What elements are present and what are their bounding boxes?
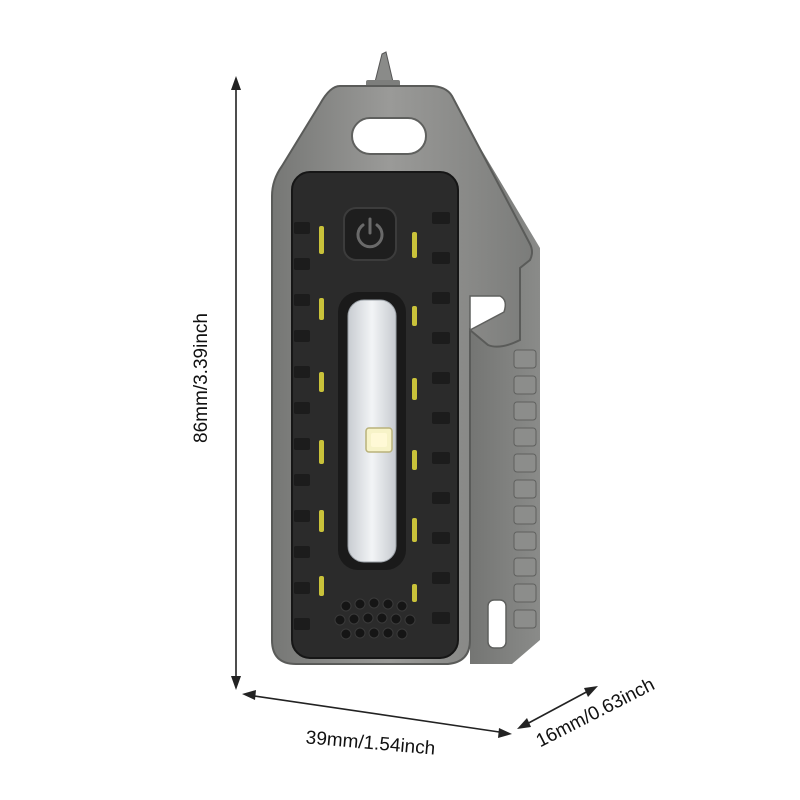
rib xyxy=(294,618,310,630)
vent-hole xyxy=(340,628,352,640)
vent-holes xyxy=(334,597,416,640)
rib xyxy=(432,292,450,304)
vent-hole xyxy=(354,627,366,639)
vent-hole xyxy=(396,600,408,612)
vent-hole xyxy=(376,612,388,624)
keychain-flashlight xyxy=(271,51,540,665)
right-light-strip-segment xyxy=(412,306,417,326)
height-arrow-bottom xyxy=(231,676,241,690)
rib xyxy=(294,402,310,414)
vent-hole xyxy=(362,612,374,624)
depth-label: 16mm/0.63inch xyxy=(533,674,658,752)
left-ribs xyxy=(294,222,310,630)
vent-hole xyxy=(396,628,408,640)
led-emitter xyxy=(371,433,387,447)
power-icon xyxy=(356,217,384,249)
rib xyxy=(432,532,450,544)
edge-tooth xyxy=(513,531,537,551)
rib xyxy=(432,212,450,224)
right-light-strip-segment xyxy=(412,450,417,470)
vent-hole xyxy=(348,613,360,625)
vent-hole xyxy=(334,614,346,626)
edge-tooth xyxy=(513,609,537,629)
vent-hole xyxy=(382,598,394,610)
left-light-strip-segment xyxy=(319,372,324,392)
rib xyxy=(432,372,450,384)
rib xyxy=(294,366,310,378)
edge-tooth xyxy=(513,453,537,473)
rib xyxy=(432,492,450,504)
rib xyxy=(294,474,310,486)
side-light-strips xyxy=(319,226,417,602)
serrated-edge xyxy=(513,349,537,629)
width-arrow-right xyxy=(498,728,512,738)
bottle-opener-notch xyxy=(469,295,507,332)
vent-hole xyxy=(368,627,380,639)
vent-hole xyxy=(382,627,394,639)
edge-tooth xyxy=(513,401,537,421)
rib xyxy=(294,330,310,342)
vent-hole xyxy=(368,597,380,609)
rib xyxy=(432,332,450,344)
height-arrow-top xyxy=(231,76,241,90)
height-label: 86mm/3.39inch xyxy=(191,313,212,443)
right-ribs xyxy=(432,212,450,624)
vent-hole xyxy=(340,600,352,612)
depth-arrow-right xyxy=(584,686,598,697)
rib xyxy=(294,510,310,522)
left-light-strip-segment xyxy=(319,298,324,320)
rib xyxy=(432,452,450,464)
rib xyxy=(432,252,450,264)
right-light-strip-segment xyxy=(412,232,417,258)
vent-hole xyxy=(354,598,366,610)
rib xyxy=(294,582,310,594)
height-dimension: 86mm/3.39inch xyxy=(191,76,241,690)
vent-hole xyxy=(390,613,402,625)
rib xyxy=(294,438,310,450)
rib xyxy=(432,412,450,424)
edge-tooth xyxy=(513,375,537,395)
right-light-strip-segment xyxy=(412,584,417,602)
right-light-strip-segment xyxy=(412,518,417,542)
left-light-strip-segment xyxy=(319,510,324,532)
rib xyxy=(432,572,450,584)
left-light-strip-segment xyxy=(319,576,324,596)
width-dimension: 39mm/1.54inch xyxy=(242,690,512,760)
width-dimension-line xyxy=(247,694,507,734)
edge-tooth xyxy=(513,557,537,577)
rib xyxy=(294,222,310,234)
depth-dimension: 16mm/0.63inch xyxy=(517,674,658,752)
rib xyxy=(294,546,310,558)
rib xyxy=(294,258,310,270)
width-label: 39mm/1.54inch xyxy=(305,727,436,759)
right-light-strip-segment xyxy=(412,378,417,400)
left-light-strip-segment xyxy=(319,440,324,464)
vent-hole xyxy=(404,614,416,626)
power-button[interactable] xyxy=(343,207,397,261)
depth-dimension-line xyxy=(522,688,593,727)
left-light-strip-segment xyxy=(319,226,324,254)
edge-tooth xyxy=(513,349,537,369)
rib xyxy=(294,294,310,306)
width-arrow-left xyxy=(242,690,256,700)
edge-tooth xyxy=(513,505,537,525)
edge-tooth xyxy=(513,479,537,499)
keyring-slot xyxy=(351,117,427,155)
bottom-slot xyxy=(487,599,507,649)
edge-tooth xyxy=(513,583,537,603)
depth-arrow-left xyxy=(517,718,531,729)
edge-tooth xyxy=(513,427,537,447)
rib xyxy=(432,612,450,624)
